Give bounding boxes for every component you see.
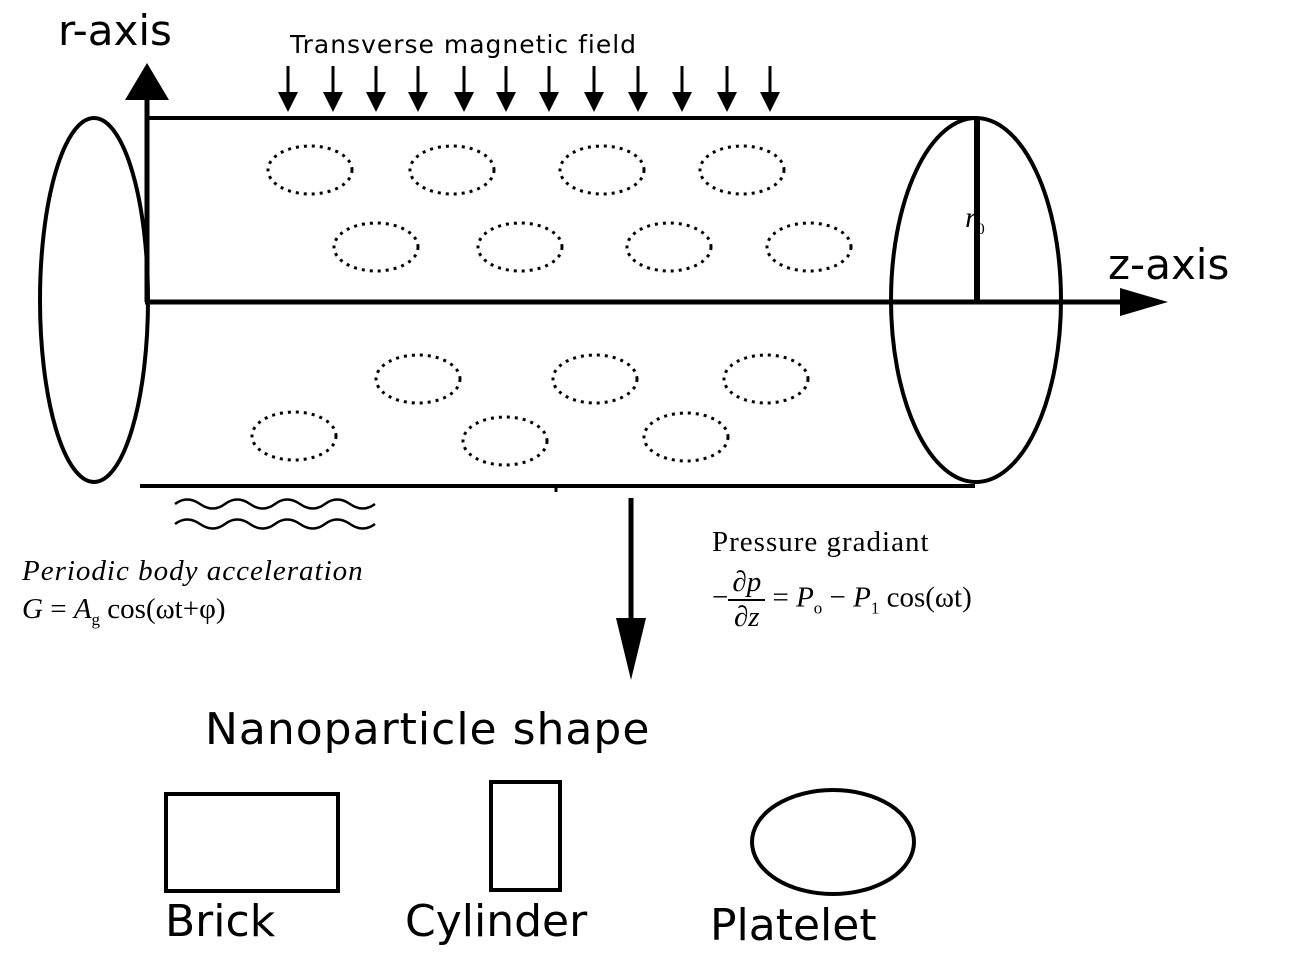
press-minus: − [829, 581, 846, 614]
magnetic-field-arrows [278, 66, 780, 112]
accel-equals: = [50, 593, 67, 625]
nanoparticle-dot [698, 144, 786, 196]
radius-subscript: 0 [976, 221, 985, 238]
tube [38, 116, 1063, 492]
accel-lhs: G [22, 593, 43, 625]
nanoparticle-dot [250, 410, 338, 462]
pressure-equation: −∂p∂z = Po − P1 cos(ωt) [712, 568, 972, 632]
press-p0-sub: o [813, 598, 823, 618]
magnetic-field-label: Transverse magnetic field [290, 30, 638, 59]
pressure-label: Pressure gradiant [712, 526, 930, 558]
pressure-denominator: ∂z [733, 601, 760, 633]
press-p1-sub: 1 [870, 598, 880, 618]
pressure-arrow-head [616, 618, 646, 680]
z-axis-label: z-axis [1108, 240, 1230, 289]
nanoparticle-title: Nanoparticle shape [205, 704, 651, 755]
cylinder-shape [489, 780, 562, 892]
field-arrow-head [672, 92, 692, 112]
press-p0: P [796, 581, 814, 614]
field-arrow-head [628, 92, 648, 112]
pressure-numerator: ∂p [728, 568, 766, 601]
nanoparticle-dot [476, 221, 564, 273]
nanoparticle-dot [551, 353, 639, 405]
nanoparticle-dot [722, 353, 810, 405]
z-axis-arrowhead [1120, 288, 1168, 316]
wave-line-2 [174, 518, 376, 530]
radius-label: r0 [965, 201, 985, 239]
axes [125, 63, 1168, 316]
nanoparticle-shapes [164, 780, 916, 896]
nanoparticle-dot [266, 144, 354, 196]
nanoparticle-dot [765, 221, 853, 273]
acceleration-equation: G = Ag cos(ωt+φ) [22, 593, 226, 630]
r-axis-arrowhead [125, 63, 169, 100]
periodic-acceleration-waves [174, 498, 376, 530]
field-arrow-head [717, 92, 737, 112]
radius-symbol: r [965, 201, 977, 234]
field-arrow-head [408, 92, 428, 112]
press-p1: P [853, 581, 871, 614]
nanoparticle-dot [408, 144, 496, 196]
nanoparticle-dot [558, 144, 646, 196]
field-arrow-head [496, 92, 516, 112]
tube-left-end [38, 116, 150, 484]
platelet-shape [750, 788, 916, 896]
nanoparticle-dot [374, 353, 462, 405]
field-arrow-head [454, 92, 474, 112]
nanoparticles [250, 144, 853, 467]
accel-amp: A [73, 593, 92, 625]
brick-shape [164, 792, 340, 893]
accel-amp-sub: g [91, 609, 101, 629]
platelet-label: Platelet [710, 900, 877, 951]
field-arrow-head [584, 92, 604, 112]
brick-label: Brick [165, 896, 276, 947]
pressure-gradient-arrow [616, 498, 646, 680]
press-rest: cos(ωt) [886, 581, 972, 614]
field-arrow-head [539, 92, 559, 112]
nanoparticle-dot [625, 221, 713, 273]
press-equals: = [772, 581, 789, 614]
nanoparticle-dot [461, 415, 549, 467]
cylinder-label: Cylinder [405, 896, 588, 947]
press-neg: − [712, 581, 729, 614]
accel-rest: cos(ωt+φ) [107, 593, 226, 625]
field-arrow-head [760, 92, 780, 112]
pressure-fraction: ∂p∂z [728, 568, 766, 633]
field-arrow-head [323, 92, 343, 112]
nanoparticle-dot [332, 221, 420, 273]
field-arrow-head [278, 92, 298, 112]
wave-line-1 [174, 498, 376, 510]
acceleration-label: Periodic body acceleration [22, 555, 364, 587]
r-axis-label: r-axis [58, 6, 172, 55]
field-arrow-head [366, 92, 386, 112]
nanoparticle-dot [642, 411, 730, 463]
